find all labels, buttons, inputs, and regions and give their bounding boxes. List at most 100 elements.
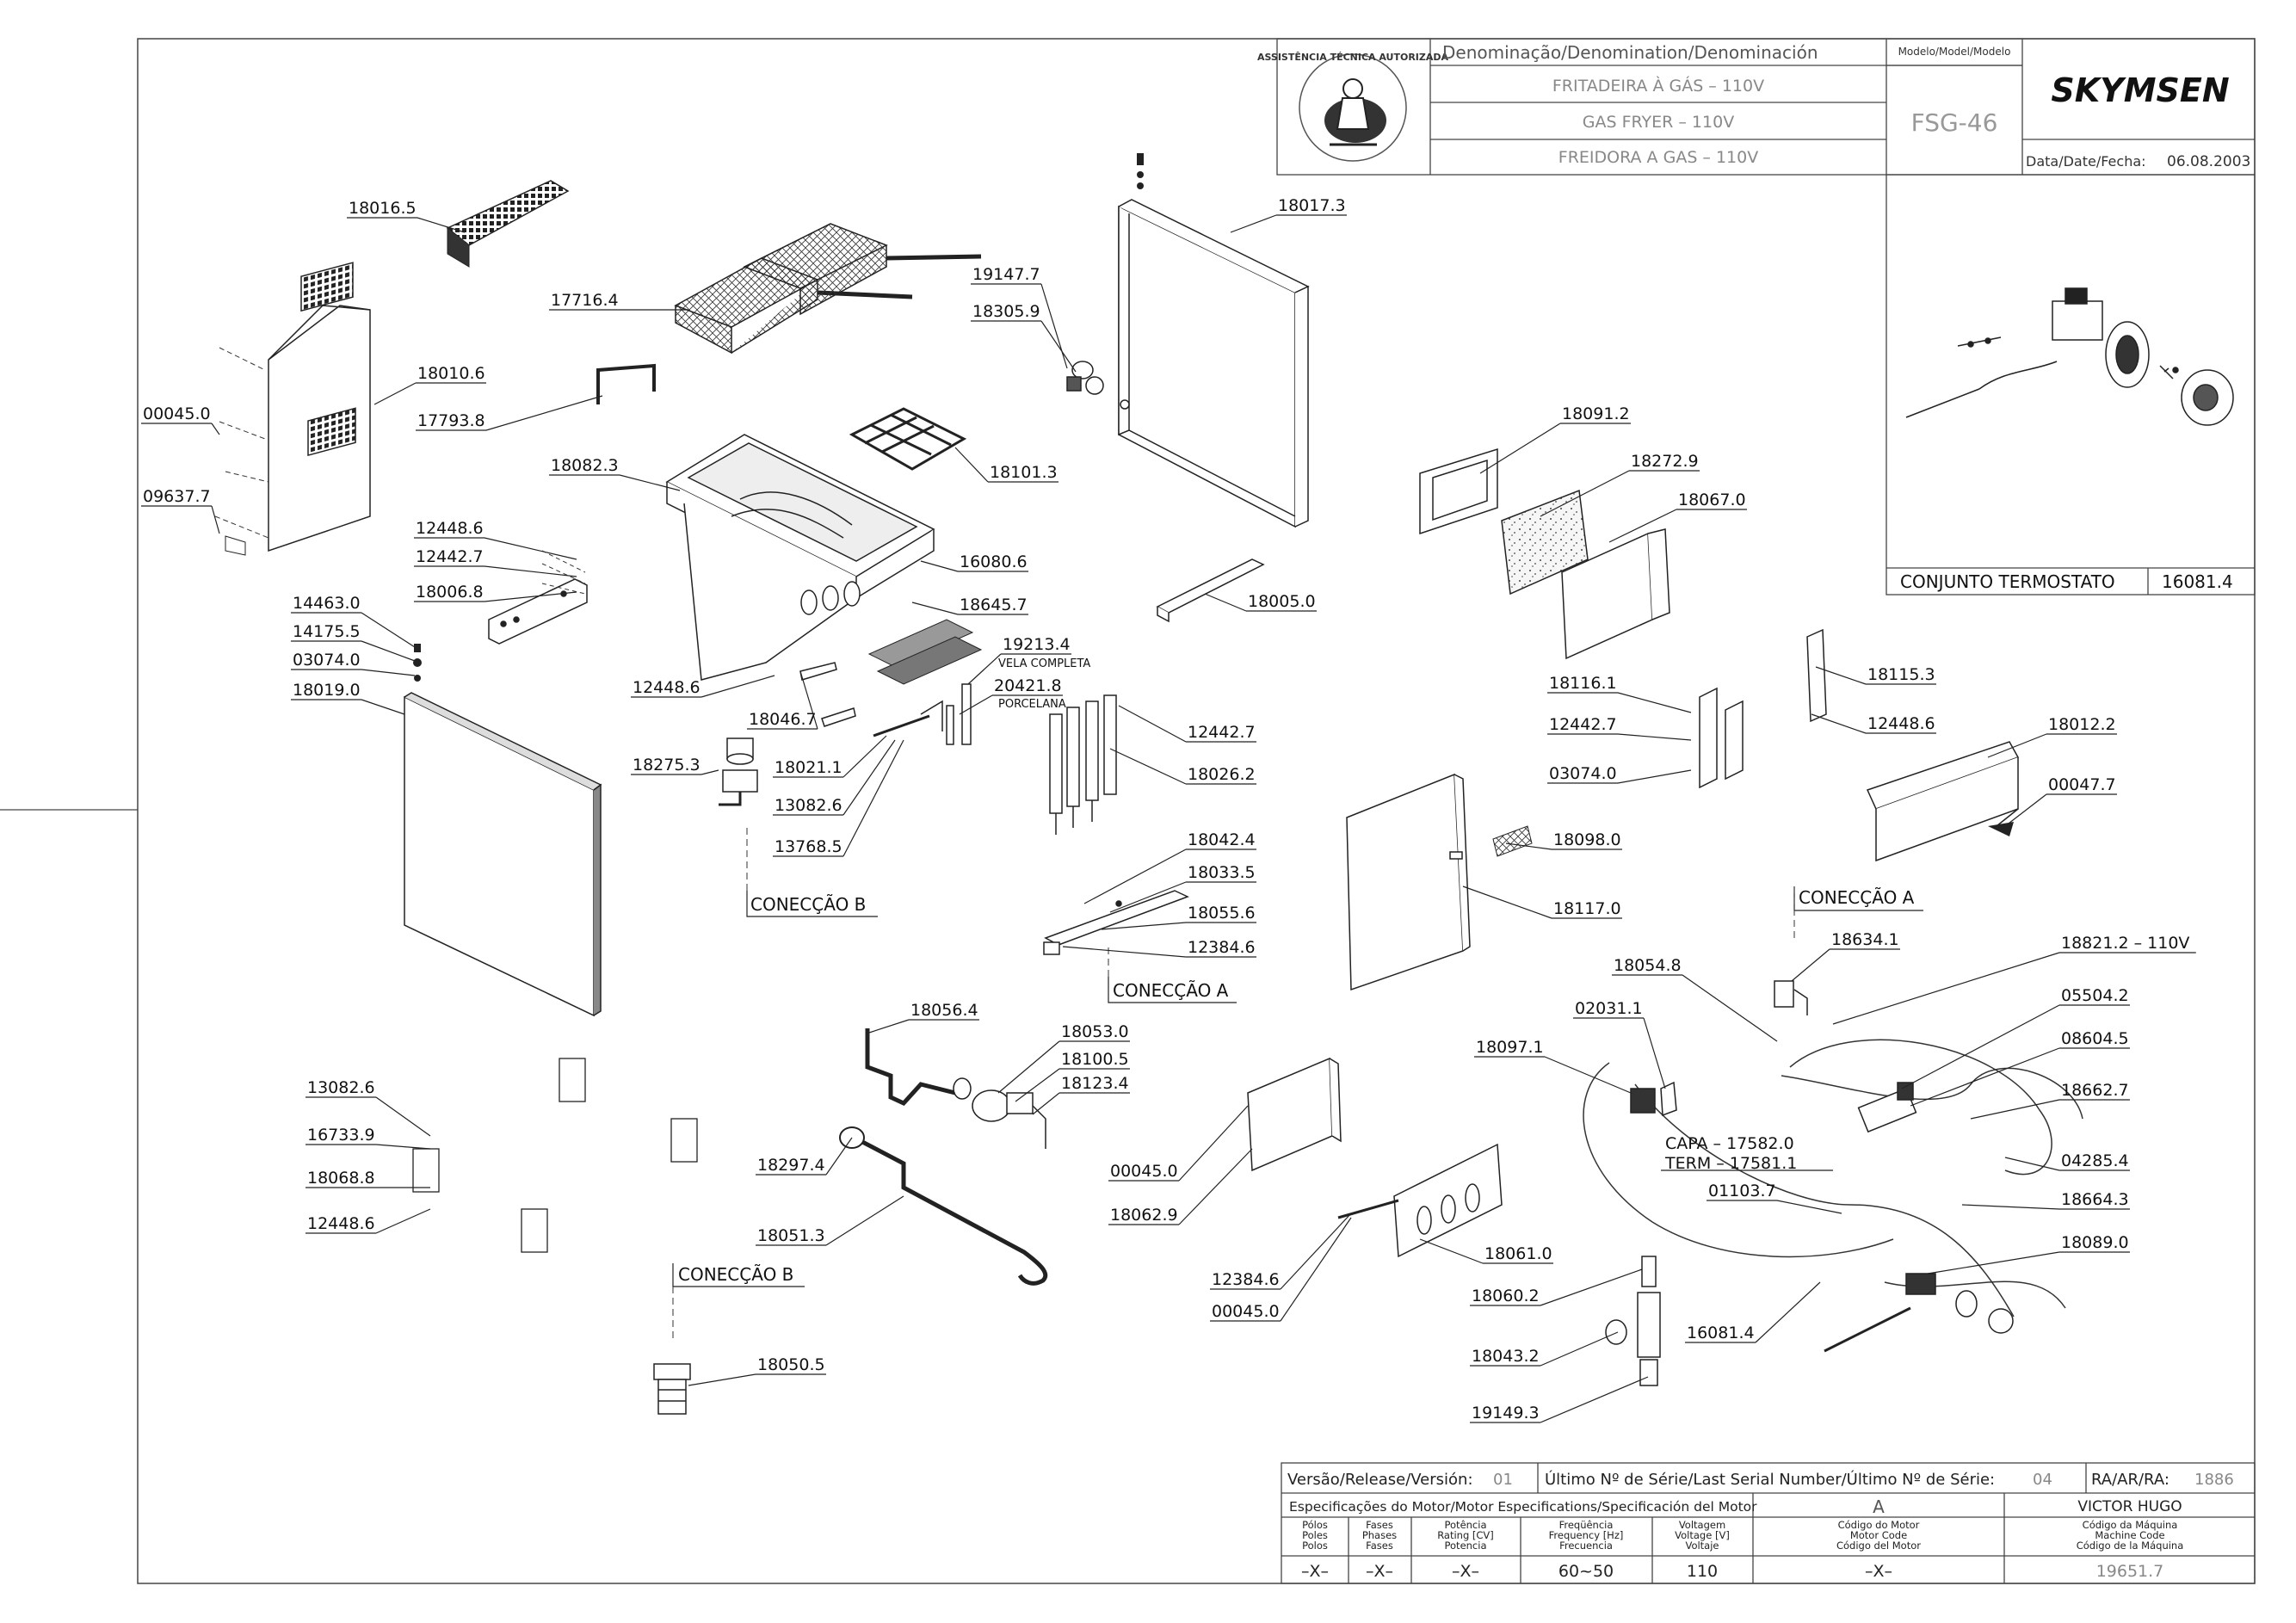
- gas-pipe-18056: [865, 1028, 956, 1107]
- leader-line: [1832, 952, 2060, 1025]
- leader-line: [842, 735, 887, 778]
- leader-line: [920, 560, 959, 572]
- thermostat-title: CONJUNTO TERMOSTATO: [1900, 571, 2115, 592]
- part-label: 18055.6: [1188, 904, 1256, 923]
- tee-fitting-18043: [1605, 1256, 1661, 1386]
- leader-line: [825, 1195, 904, 1246]
- part-label: 03074.0: [1549, 764, 1617, 783]
- col-head-rating-en: Rating [CV]: [1437, 1529, 1494, 1541]
- part-label: 18026.2: [1188, 765, 1256, 784]
- version-value: 01: [1493, 1471, 1513, 1489]
- value-rating: –X–: [1452, 1562, 1479, 1581]
- authorized-service-seal: [1299, 53, 1407, 162]
- leader-line: [1617, 733, 1692, 741]
- cover-18067: [1561, 528, 1670, 660]
- leader-line: [1540, 1376, 1649, 1423]
- valve-assembly-18053: [953, 1077, 1046, 1149]
- part-label: 18097.1: [1476, 1038, 1544, 1057]
- part-label: 00047.7: [2048, 775, 2116, 794]
- part-label: 18662.7: [2061, 1081, 2129, 1100]
- value-machine-code: 19651.7: [2096, 1562, 2164, 1581]
- leader-line: [1083, 849, 1187, 904]
- bracket-18006: [488, 578, 588, 645]
- screws-14463: [413, 644, 422, 682]
- part-label: 18305.9: [972, 302, 1040, 321]
- bottom-title-block: [1281, 1462, 2256, 1584]
- date-value: 06.08.2003: [2167, 153, 2250, 170]
- leader-line: [361, 612, 416, 648]
- leader-line: [1062, 946, 1187, 958]
- leader-line: [1109, 881, 1187, 913]
- leader-line: [799, 670, 818, 730]
- part-label: 18123.4: [1061, 1074, 1129, 1093]
- leader-line: [1118, 705, 1187, 743]
- handle-18098: [1492, 825, 1533, 857]
- leader-line: [211, 505, 220, 534]
- leader-line: [1280, 1213, 1352, 1290]
- feet-13082: [412, 1058, 698, 1253]
- leader-line: [1040, 320, 1077, 373]
- part-label: 18275.3: [633, 756, 701, 774]
- part-label: 00045.0: [1212, 1302, 1280, 1321]
- thermostat-code: 16081.4: [2162, 571, 2233, 592]
- leader-line: [619, 474, 681, 491]
- back-panel-18017: [1118, 199, 1310, 528]
- insulation-18272: [1501, 489, 1589, 596]
- col-head-machine-code-pt: Código da Máquina: [2083, 1519, 2178, 1531]
- leader-line: [1040, 283, 1068, 369]
- part-label: 12448.6: [416, 519, 484, 538]
- leader-line: [1815, 666, 1867, 685]
- col-head-phases-en: Phases: [1362, 1529, 1397, 1541]
- part-label: 18115.3: [1867, 665, 1935, 684]
- part-label: 20421.8: [994, 676, 1062, 695]
- part-label: 16080.6: [960, 552, 1028, 571]
- leader-line: [1910, 1047, 2060, 1107]
- drawing-frame: [137, 38, 2256, 1584]
- part-label: 18033.5: [1188, 863, 1256, 882]
- rail-18005: [1156, 558, 1265, 623]
- ignition-candles-19213: [920, 683, 972, 745]
- leader-line: [954, 447, 989, 483]
- leader-line: [1987, 733, 2047, 758]
- part-label: 02031.1: [1575, 999, 1643, 1018]
- part-label: 13082.6: [307, 1078, 375, 1097]
- leader-line: [959, 694, 993, 715]
- part-label: 17793.8: [417, 411, 485, 430]
- part-label: 18664.3: [2061, 1190, 2129, 1209]
- col-head-frequency-pt: Freqüência: [1559, 1519, 1614, 1531]
- leader-line: [1927, 1251, 2060, 1274]
- leader-line: [1970, 1099, 2060, 1120]
- part-label: 18054.8: [1614, 956, 1682, 975]
- part-label: 18821.2 – 110V: [2061, 934, 2189, 953]
- serial-label: Último Nº de Série/Last Serial Number/Úl…: [1545, 1470, 1995, 1489]
- fry-basket-17716: [674, 223, 982, 355]
- col-head-machine-code-en: Machine Code: [2095, 1529, 2164, 1541]
- part-label: 18297.4: [757, 1156, 825, 1175]
- col-head-rating-pt: Potência: [1445, 1519, 1487, 1531]
- shelf-grill-18016: [446, 180, 570, 268]
- value-frequency: 60~50: [1558, 1562, 1614, 1581]
- part-label: 18098.0: [1553, 830, 1621, 849]
- value-motor-code: –X–: [1865, 1562, 1892, 1581]
- col-head-voltage-es: Voltaje: [1685, 1540, 1719, 1552]
- motor-spec-values: –X– –X– –X– 60~50 110 –X– 19651.7: [1301, 1562, 2163, 1581]
- col-head-voltage-en: Voltage [V]: [1675, 1529, 1730, 1541]
- leader-line: [1617, 769, 1692, 784]
- leader-line: [1015, 1068, 1060, 1102]
- leader-line: [701, 769, 719, 775]
- part-label: 18101.3: [990, 463, 1058, 482]
- part-label: 18068.8: [307, 1169, 375, 1188]
- leader-line: [484, 591, 577, 602]
- part-label: 12442.7: [1188, 723, 1256, 742]
- name-es: FREIDORA A GAS – 110V: [1558, 148, 1758, 167]
- part-label: 18050.5: [757, 1355, 825, 1374]
- valve-19147: [1066, 361, 1104, 395]
- thermostat-16081: [1824, 1273, 2014, 1353]
- part-label: 16081.4: [1687, 1324, 1755, 1342]
- leader-line: [1419, 1238, 1484, 1264]
- access-panel-18060: [1393, 1143, 1503, 1258]
- note-conexao-b-upper: CONECÇÃO B: [750, 894, 866, 915]
- part-label: 12384.6: [1188, 938, 1256, 957]
- leader-line: [361, 669, 416, 676]
- col-head-motor-code-en: Motor Code: [1850, 1529, 1907, 1541]
